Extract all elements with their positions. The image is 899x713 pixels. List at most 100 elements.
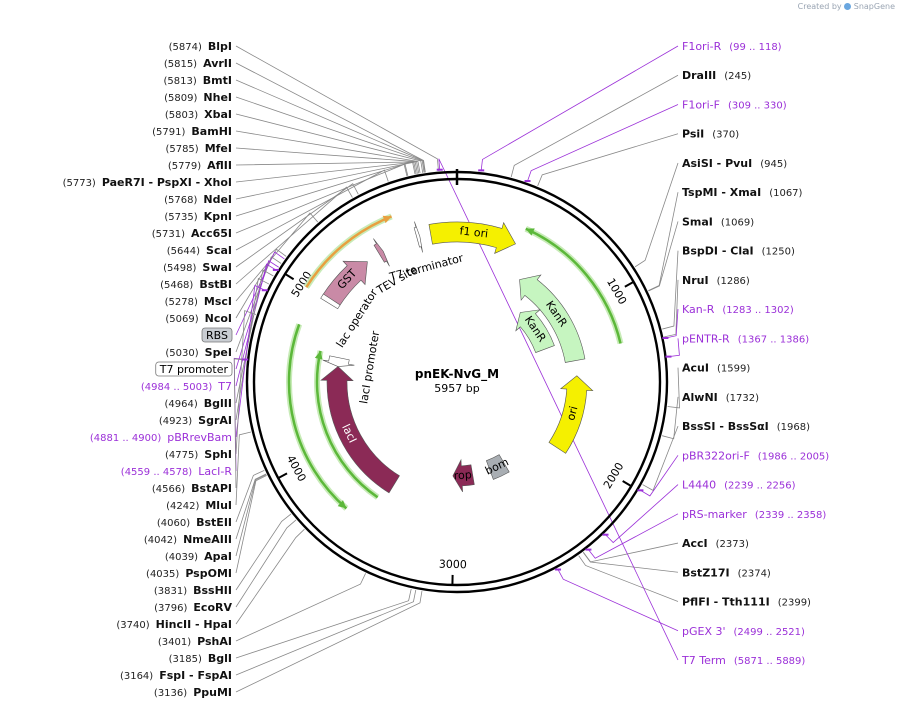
site-name[interactable]: FspI - FspAI — [159, 669, 232, 682]
site-name[interactable]: EcoRV — [193, 601, 232, 614]
feature-rop-arrow[interactable] — [452, 458, 475, 493]
site-position: (1286) — [717, 276, 750, 287]
site-name[interactable]: PshAI — [197, 635, 232, 648]
site-name[interactable]: ApaI — [204, 550, 232, 563]
site-name[interactable]: MluI — [205, 499, 232, 512]
site-name[interactable]: NmeAIII — [183, 533, 232, 546]
site-name[interactable]: BssHII — [193, 584, 232, 597]
feature-gst-arrow[interactable] — [322, 260, 368, 307]
leader-line — [235, 79, 426, 173]
primer-name[interactable]: T7 — [217, 380, 232, 393]
site-name[interactable]: BglI — [208, 652, 232, 665]
leader-line — [235, 45, 439, 171]
site-name[interactable]: SphI — [204, 448, 232, 461]
site-name[interactable]: AccI — [682, 537, 708, 550]
primer-name[interactable]: F1ori-F — [682, 98, 720, 111]
site-name[interactable]: AvrII — [203, 57, 232, 70]
feature-ori-arrow[interactable] — [548, 375, 594, 454]
site-name[interactable]: ScaI — [206, 244, 232, 257]
feature-kanr-arrow[interactable] — [515, 309, 555, 353]
primer-name[interactable]: pRS-marker — [682, 508, 747, 521]
site-name[interactable]: BlpI — [208, 40, 232, 53]
site-name[interactable]: SgrAI — [198, 414, 232, 427]
site-position: (2374) — [738, 568, 771, 579]
site-name[interactable]: NheI — [203, 91, 232, 104]
primer-name[interactable]: pBR322ori-F — [682, 449, 750, 462]
site-name[interactable]: TspMI - XmaI — [682, 186, 761, 199]
site-name[interactable]: PspOMI — [185, 567, 232, 580]
feature-laci-promoter-arrow[interactable] — [322, 355, 355, 367]
primer-name[interactable]: Kan-R — [682, 303, 715, 316]
feature-f1-ori-arrow[interactable] — [428, 221, 516, 254]
feature-tev-site-arrow[interactable] — [373, 238, 390, 267]
site-name[interactable]: XbaI — [204, 108, 232, 121]
site-name[interactable]: BspDI - ClaI — [682, 245, 754, 258]
site-name[interactable]: NcoI — [205, 312, 232, 325]
site-position: (5779) — [168, 161, 201, 172]
leader-line — [578, 555, 679, 602]
site-name[interactable]: NdeI — [203, 193, 232, 206]
site-name[interactable]: PaeR7I - PspXI - XhoI — [102, 176, 232, 189]
feature-lac-operator-arrow[interactable] — [320, 293, 341, 310]
site-name[interactable]: AcuI — [682, 362, 709, 375]
leader-line — [235, 260, 279, 370]
primer-name[interactable]: F1ori-R — [682, 40, 722, 53]
primer-name[interactable]: T7 Term — [681, 654, 726, 667]
site-position: (5815) — [164, 59, 197, 70]
primer-name[interactable]: pBRrevBam — [167, 431, 232, 444]
site-name[interactable]: BglII — [204, 397, 232, 410]
site-name[interactable]: SmaI — [682, 215, 713, 228]
leader-line — [235, 186, 353, 285]
site-name[interactable]: MfeI — [205, 142, 232, 155]
leader-line — [235, 147, 420, 174]
site-name[interactable]: AlwNI — [682, 391, 718, 404]
site-position: (5874) — [169, 42, 202, 53]
site-name[interactable]: PsiI — [682, 128, 704, 141]
site-name[interactable]: NruI — [682, 274, 709, 287]
boxed-labels: RBS T7 promoter — [155, 327, 233, 377]
leader-line — [235, 163, 408, 234]
site-name[interactable]: BssSI - BssSαI — [682, 420, 769, 433]
leader-line — [233, 358, 247, 489]
boxed-label-t7-promoter[interactable]: T7 promoter — [155, 361, 233, 377]
site-position: (5791) — [152, 127, 185, 138]
primer-position: (4559 .. 4578) — [121, 467, 193, 478]
site-name[interactable]: AsiSI - PvuI — [682, 157, 752, 170]
feature-bom-arrow[interactable] — [485, 454, 510, 480]
site-name[interactable]: MscI — [204, 295, 232, 308]
site-name[interactable]: BstEII — [196, 516, 232, 529]
site-name[interactable]: BstBI — [199, 278, 232, 291]
primer-name[interactable]: pGEX 3' — [682, 625, 726, 638]
site-name[interactable]: Acc65I — [191, 227, 232, 240]
site-name[interactable]: PflFI - Tth111I — [682, 596, 770, 609]
leader-line — [235, 573, 366, 642]
site-name[interactable]: DraIII — [682, 69, 716, 82]
site-name[interactable]: AflII — [207, 159, 232, 172]
primer-name[interactable]: L4440 — [682, 479, 716, 492]
feature-t7-terminator-arrow[interactable] — [413, 221, 423, 253]
plasmid-name: pnEK-NvG_M — [415, 367, 499, 382]
site-position: (1732) — [726, 393, 759, 404]
credit-prefix: Created by — [797, 2, 842, 11]
primer-name[interactable]: LacI-R — [198, 465, 232, 478]
primer-position: (4881 .. 4900) — [90, 433, 162, 444]
site-name[interactable]: PpuMI — [193, 686, 232, 699]
leader-line — [235, 475, 267, 574]
site-name[interactable]: SwaI — [202, 261, 232, 274]
leader-line — [634, 162, 679, 268]
feature-kanr-arrow[interactable] — [519, 274, 586, 363]
leader-line — [235, 431, 252, 506]
site-name[interactable]: BamHI — [191, 125, 232, 138]
feature-label: ori — [564, 405, 580, 422]
site-position: (4035) — [146, 569, 179, 580]
boxed-label-rbs[interactable]: RBS — [201, 327, 233, 343]
site-name[interactable]: HincII - HpaI — [156, 618, 232, 631]
leader-line — [438, 158, 679, 661]
site-name[interactable]: BstZ17I — [682, 566, 730, 579]
site-name[interactable]: SpeI — [205, 346, 232, 359]
site-name[interactable]: BstAPI — [191, 482, 232, 495]
leader-line — [648, 221, 679, 292]
primer-name[interactable]: pENTR-R — [682, 332, 730, 345]
site-name[interactable]: KpnI — [204, 210, 232, 223]
site-name[interactable]: BmtI — [203, 74, 232, 87]
